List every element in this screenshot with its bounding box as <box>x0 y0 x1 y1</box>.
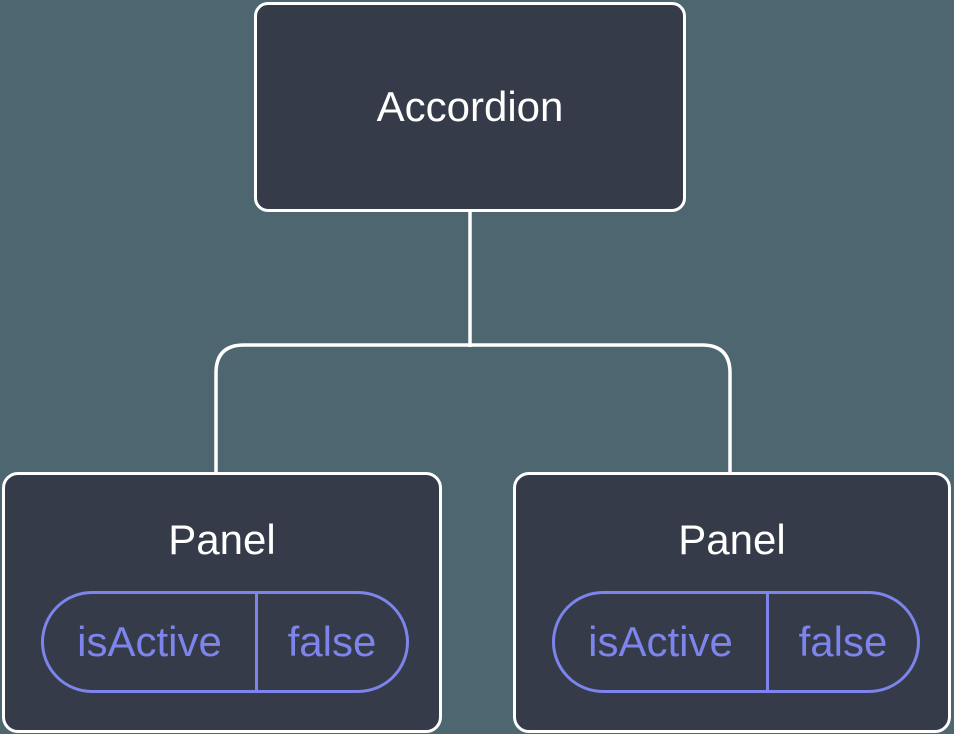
panel-node-label: Panel <box>168 516 276 563</box>
state-pill-divider <box>255 594 258 690</box>
state-value-cell: false <box>258 594 406 690</box>
state-key-label: isActive <box>77 618 222 665</box>
state-pill: isActive false <box>552 591 920 693</box>
state-value-label: false <box>287 618 377 665</box>
panel-node-label: Panel <box>678 516 786 563</box>
connector-branch <box>214 343 732 473</box>
state-key-cell: isActive <box>44 594 255 690</box>
state-pill-divider <box>766 594 769 690</box>
accordion-node-label: Accordion <box>376 83 564 130</box>
accordion-node: Accordion <box>254 2 686 212</box>
state-key-label: isActive <box>588 618 733 665</box>
panel-node-right: Panel isActive false <box>513 472 951 733</box>
state-value-label: false <box>798 618 888 665</box>
panel-node-left: Panel isActive false <box>2 472 442 733</box>
state-key-cell: isActive <box>555 594 766 690</box>
state-pill: isActive false <box>41 591 409 693</box>
state-value-cell: false <box>769 594 917 690</box>
